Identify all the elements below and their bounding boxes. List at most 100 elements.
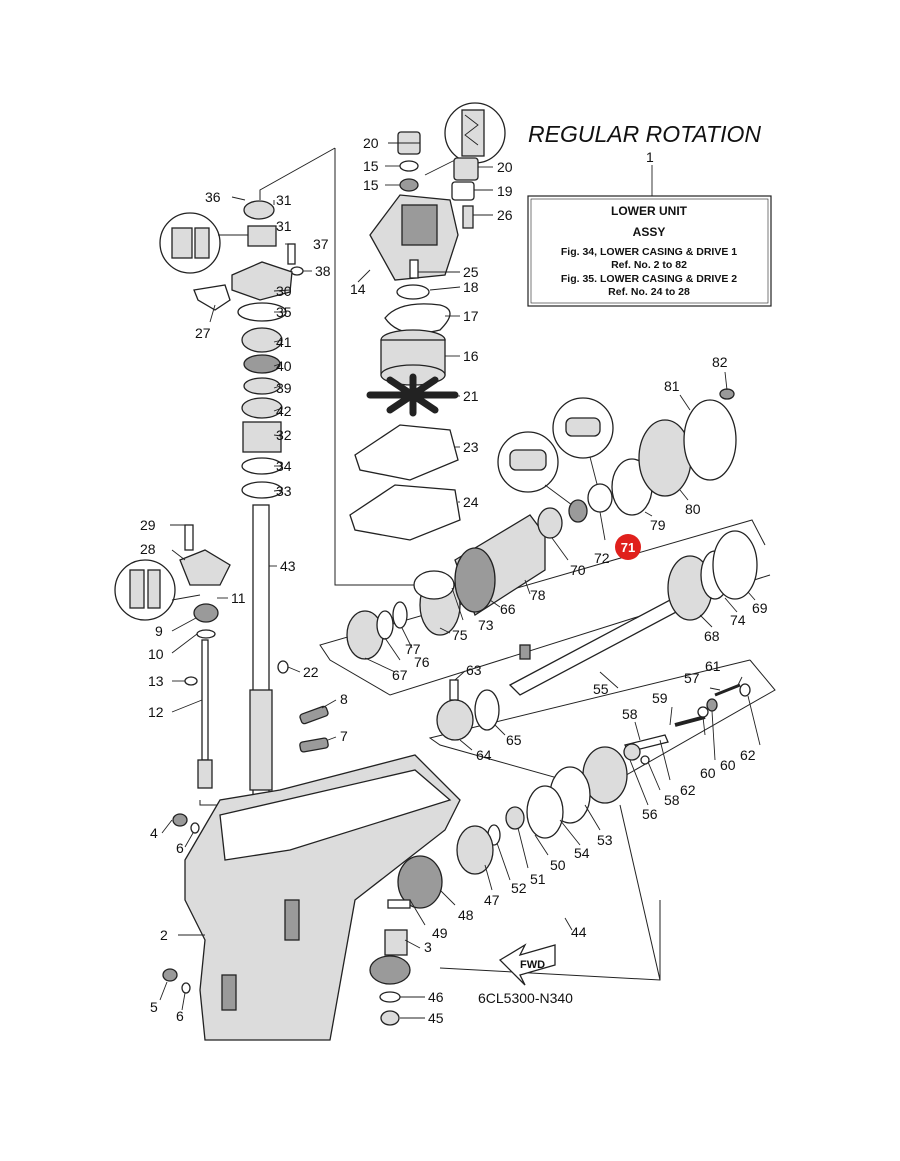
callout-69: 69 [752,600,768,616]
callout-50: 50 [550,857,566,873]
callout-30: 30 [276,283,292,299]
callout-70: 70 [570,562,586,578]
callout-36: 36 [205,189,221,205]
callout-17: 17 [463,308,479,324]
assembly-box-line6: Ref. No. 24 to 28 [608,286,690,298]
callout-28: 28 [140,541,156,557]
callout-38: 38 [315,263,331,279]
callout-15: 15 [363,177,379,193]
callout-35: 35 [276,304,292,320]
callout-31: 31 [276,192,292,208]
gear-and-plunger-parts [369,683,751,1026]
callout-58: 58 [664,792,680,808]
callout-7: 7 [340,728,348,744]
callout-39: 39 [276,380,292,396]
callout-8: 8 [340,691,348,707]
callout-58: 58 [622,706,638,722]
callout-72: 72 [594,550,610,566]
callout-26: 26 [497,207,513,223]
callout-75: 75 [452,627,468,643]
callout-15: 15 [363,158,379,174]
leader-lines [159,142,761,1019]
callout-64: 64 [476,747,492,763]
assembly-box-line5: Fig. 35. LOWER CASING & DRIVE 2 [561,273,737,285]
callout-82: 82 [712,354,728,370]
callout-76: 76 [414,654,430,670]
callout-numbers: 20 15 15 20 19 26 25 18 14 17 16 21 23 2… [140,135,768,1026]
shift-parts [179,524,329,789]
callout-47: 47 [484,892,500,908]
callout-51: 51 [530,871,546,887]
callout-19: 19 [497,183,513,199]
callout-34: 34 [276,458,292,474]
callout-14: 14 [350,281,366,297]
callout-66: 66 [500,601,516,617]
callout-6: 6 [176,840,184,856]
callout-27: 27 [195,325,211,341]
callout-23: 23 [463,439,479,455]
callout-74: 74 [730,612,746,628]
callout-52: 52 [511,880,527,896]
callout-80: 80 [685,501,701,517]
callout-44: 44 [571,924,587,940]
highlight-label: 71 [621,540,635,555]
callout-48: 48 [458,907,474,923]
callout-16: 16 [463,348,479,364]
callout-4: 4 [150,825,158,841]
callout-5: 5 [150,999,158,1015]
callout-62: 62 [740,747,756,763]
callout-61: 61 [705,658,721,674]
callout-54: 54 [574,845,590,861]
drive-shaft-parts [193,200,304,806]
callout-60: 60 [720,757,736,773]
callout-60: 60 [700,765,716,781]
callout-20: 20 [497,159,513,175]
callout-73: 73 [478,617,494,633]
callout-12: 12 [148,704,164,720]
diagram-code: 6CL5300-N340 [478,990,573,1006]
detail-view-circles [114,102,614,621]
callout-6: 6 [176,1008,184,1024]
callout-25: 25 [463,264,479,280]
callout-9: 9 [155,623,163,639]
fwd-label: FWD [520,959,545,971]
callout-42: 42 [276,403,292,419]
callout-65: 65 [506,732,522,748]
callout-10: 10 [148,646,164,662]
callout-63: 63 [466,662,482,678]
callout-41: 41 [276,334,292,350]
callout-24: 24 [463,494,479,510]
callout-46: 46 [428,989,444,1005]
callout-21: 21 [463,388,479,404]
callout-53: 53 [597,832,613,848]
callout-37: 37 [313,236,329,252]
propeller-shaft-parts [346,388,758,741]
callout-31: 31 [276,218,292,234]
callout-55: 55 [593,681,609,697]
highlight-marker-71: 71 [615,534,641,560]
callout-33: 33 [276,483,292,499]
callout-77: 77 [405,641,421,657]
callout-79: 79 [650,517,666,533]
callout-68: 68 [704,628,720,644]
callout-29: 29 [140,517,156,533]
callout-49: 49 [432,925,448,941]
callout-56: 56 [642,806,658,822]
callout-67: 67 [392,667,408,683]
callout-78: 78 [530,587,546,603]
callout-20: 20 [363,135,379,151]
assembly-box-line3: Fig. 34, LOWER CASING & DRIVE 1 [561,246,737,258]
diagram-title: REGULAR ROTATION [528,121,761,147]
callout-43: 43 [280,558,296,574]
callout-3: 3 [424,939,432,955]
assembly-box-line2: ASSY [633,225,666,239]
callout-18: 18 [463,279,479,295]
assembly-reference-box: 1 LOWER UNIT ASSY Fig. 34, LOWER CASING … [527,149,772,307]
assembly-box-line4: Ref. No. 2 to 82 [611,259,687,271]
water-pump-parts [349,131,479,541]
lower-casing [162,754,461,1041]
callout-22: 22 [303,664,319,680]
callout-32: 32 [276,427,292,443]
callout-57: 57 [684,670,700,686]
